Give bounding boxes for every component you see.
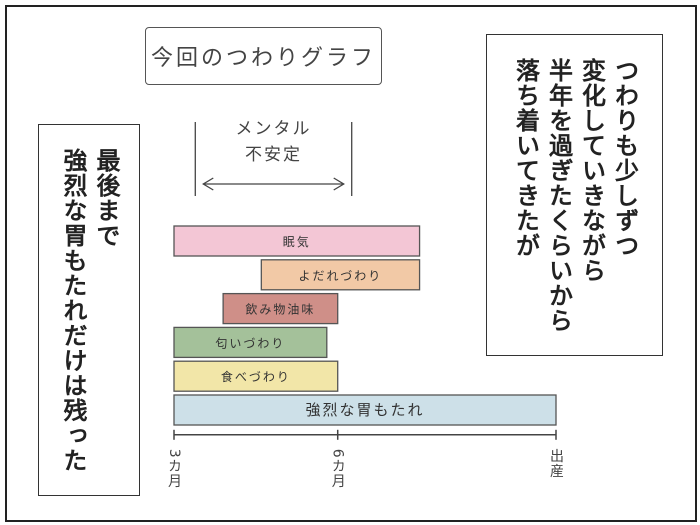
caption-right: つわりも少しずつ 変化していきながら 半年を過ぎたくらいから 落ち着いてきたが [511,57,639,333]
annotation-arrow-head-left [202,177,214,191]
x-tick-label-1: 6カ月 [330,449,346,489]
x-tick-label-0: 3カ月 [166,449,182,489]
caption-box-right: つわりも少しずつ 変化していきながら 半年を過ぎたくらいから 落ち着いてきたが [486,34,663,356]
x-tick-label-2: 出産 [548,449,564,479]
caption-box-left: 最後まで 強烈な胃もたれだけは残った [38,124,140,496]
bar-0 [173,225,421,257]
chart-title: 今回のつわりグラフ [150,46,376,71]
bar-label-5: 強烈な胃もたれ [305,401,424,419]
bar-label-2: 飲み物油味 [245,302,315,317]
bar-label-1: よだれづわり [299,269,383,283]
bar-label-3: 匂いづわり [215,336,285,350]
bar-label-4: 食べづわり [221,369,291,384]
chart-title-box: 今回のつわりグラフ [145,27,382,85]
bar-3 [173,326,328,359]
annotation-arrow-head-right [333,177,345,191]
bar-5 [173,394,557,426]
bar-2 [222,292,339,325]
bar-4 [173,360,339,392]
bar-label-0: 眠気 [283,234,311,249]
caption-left: 最後まで 強烈な胃もたれだけは残った [59,147,120,473]
annotation-label-2: 不安定 [245,145,302,165]
annotation-label-1: メンタル [236,119,312,139]
bar-1 [260,259,421,291]
